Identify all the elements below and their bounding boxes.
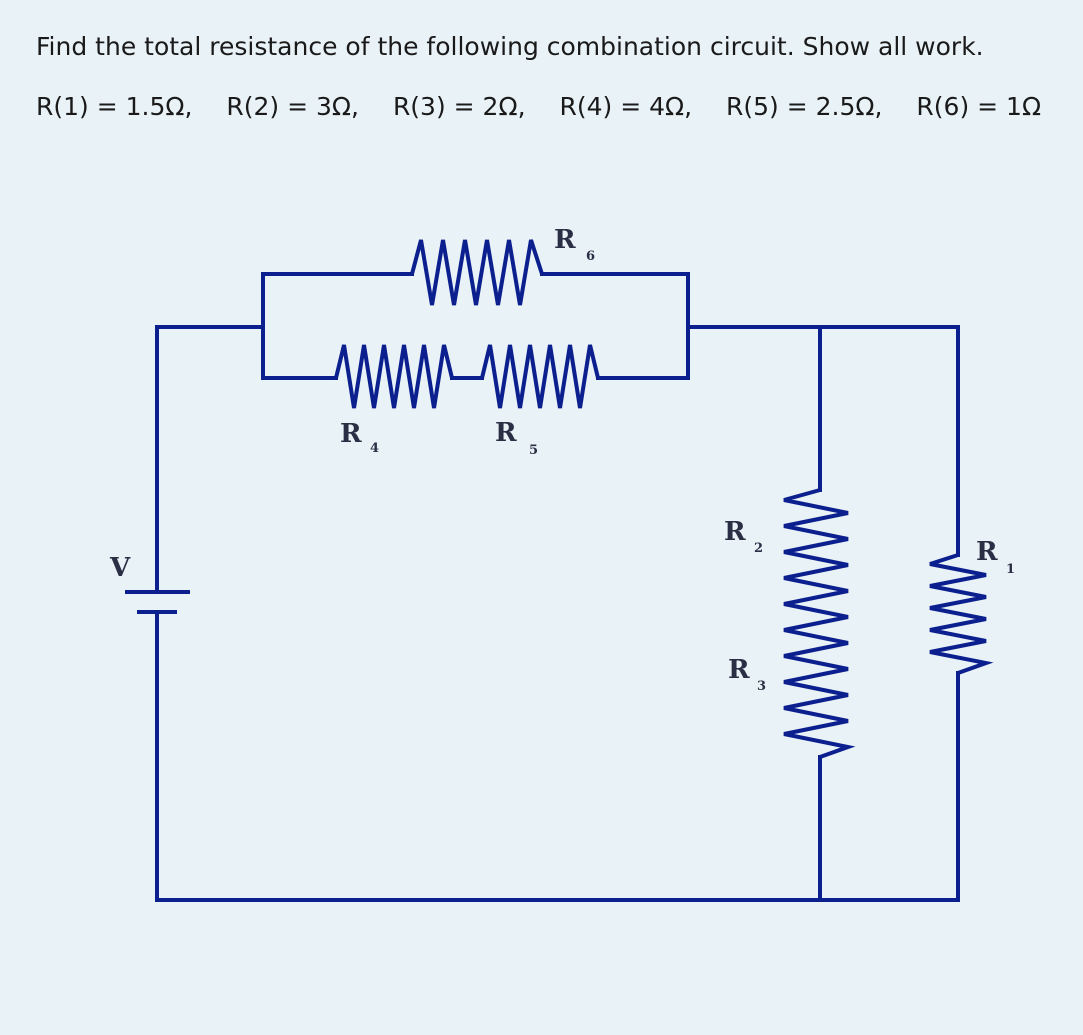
label-r5-letter: R — [495, 418, 517, 448]
value-r6: R(6) = 1Ω — [916, 92, 1042, 121]
label-r2-letter: R — [724, 517, 746, 547]
wire-parallel-bottom-right — [596, 325, 690, 380]
wire-right-top — [686, 325, 960, 557]
value-r1: R(1) = 1.5Ω, — [36, 92, 193, 121]
question-prompt: Find the total resistance of the followi… — [36, 32, 984, 61]
label-r4-letter: R — [340, 419, 362, 449]
label-r2-sub: 2 — [754, 541, 763, 556]
label-r3-letter: R — [728, 655, 750, 685]
resistor-r4 — [334, 344, 454, 409]
wire-parallel-top-right — [540, 272, 690, 329]
label-r6-letter: R — [554, 225, 576, 255]
resistor-r5 — [480, 344, 600, 409]
label-r1-sub: 1 — [1006, 562, 1015, 577]
wire-left-bottom — [155, 610, 960, 902]
value-r4: R(4) = 4Ω, — [559, 92, 693, 121]
resistor-values: R(1) = 1.5Ω, R(2) = 3Ω, R(3) = 2Ω, R(4) … — [36, 94, 1041, 119]
label-r1-letter: R — [976, 537, 998, 567]
wire-parallel-top-left — [261, 272, 414, 329]
wire-left-top — [155, 325, 265, 594]
wire-parallel-bottom-left — [261, 325, 338, 380]
value-r3: R(3) = 2Ω, — [392, 92, 526, 121]
label-r3-sub: 3 — [757, 679, 766, 694]
resistor-r2-r3 — [783, 488, 856, 759]
label-r5-sub: 5 — [529, 443, 538, 458]
resistor-r1 — [929, 553, 994, 675]
label-r6-sub: 6 — [586, 249, 595, 264]
value-r5: R(5) = 2.5Ω, — [726, 92, 883, 121]
value-r2: R(2) = 3Ω, — [226, 92, 359, 121]
source-label: V — [109, 553, 131, 583]
resistor-r6 — [410, 239, 544, 306]
label-r4-sub: 4 — [370, 441, 379, 456]
